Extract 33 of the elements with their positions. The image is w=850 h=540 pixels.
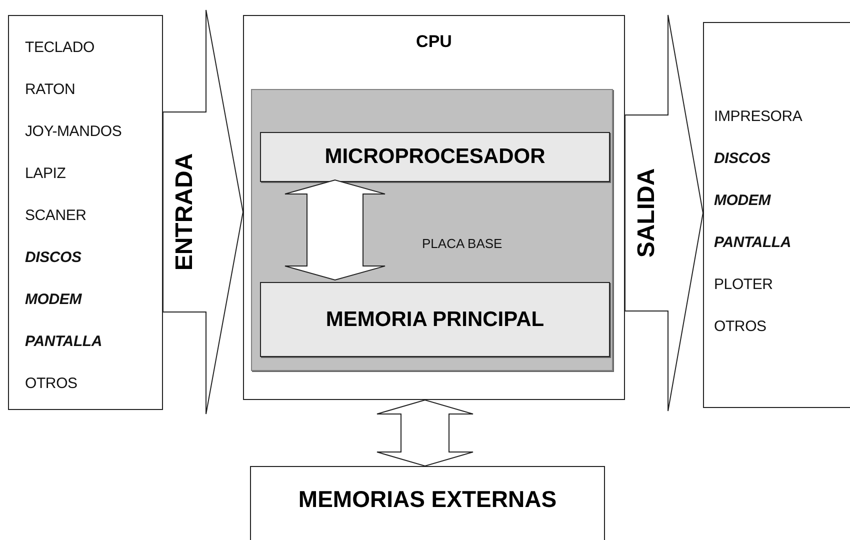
component-box <box>260 282 610 357</box>
component-title: MEMORIA PRINCIPAL <box>326 308 544 332</box>
device-name: MODEM <box>714 191 770 211</box>
device-name: RATON <box>25 80 76 100</box>
component-box <box>260 132 610 182</box>
block-arrow <box>162 10 244 414</box>
device-name: PLOTER <box>714 275 773 295</box>
block-arrow <box>376 399 474 467</box>
device-list-box <box>8 15 163 410</box>
storage-box <box>250 466 605 540</box>
device-name: TECLADO <box>25 38 94 58</box>
board-label: PLACA BASE <box>422 236 502 251</box>
device-name: OTROS <box>25 374 78 394</box>
device-name: LAPIZ <box>25 164 66 184</box>
device-name: SCANER <box>25 206 86 226</box>
device-name: MODEM <box>25 290 82 310</box>
cpu-box <box>243 15 625 400</box>
device-name: PANTALLA <box>25 332 102 352</box>
cpu-title: CPU <box>416 32 452 52</box>
device-name: IMPRESORA <box>714 107 802 127</box>
block-arrow <box>284 179 386 281</box>
edge-label: SALIDA <box>632 168 660 258</box>
device-name: DISCOS <box>25 248 82 268</box>
storage-title: MEMORIAS EXTERNAS <box>298 486 557 512</box>
device-name: OTROS <box>714 317 766 337</box>
device-list-box <box>703 22 850 408</box>
device-name: PANTALLA <box>714 233 791 253</box>
component-title: MICROPROCESADOR <box>324 145 546 169</box>
device-name: DISCOS <box>714 149 770 169</box>
device-name: JOY-MANDOS <box>25 122 122 142</box>
edge-label: ENTRADA <box>170 153 198 271</box>
motherboard-panel <box>251 89 613 371</box>
block-arrow <box>624 14 704 412</box>
